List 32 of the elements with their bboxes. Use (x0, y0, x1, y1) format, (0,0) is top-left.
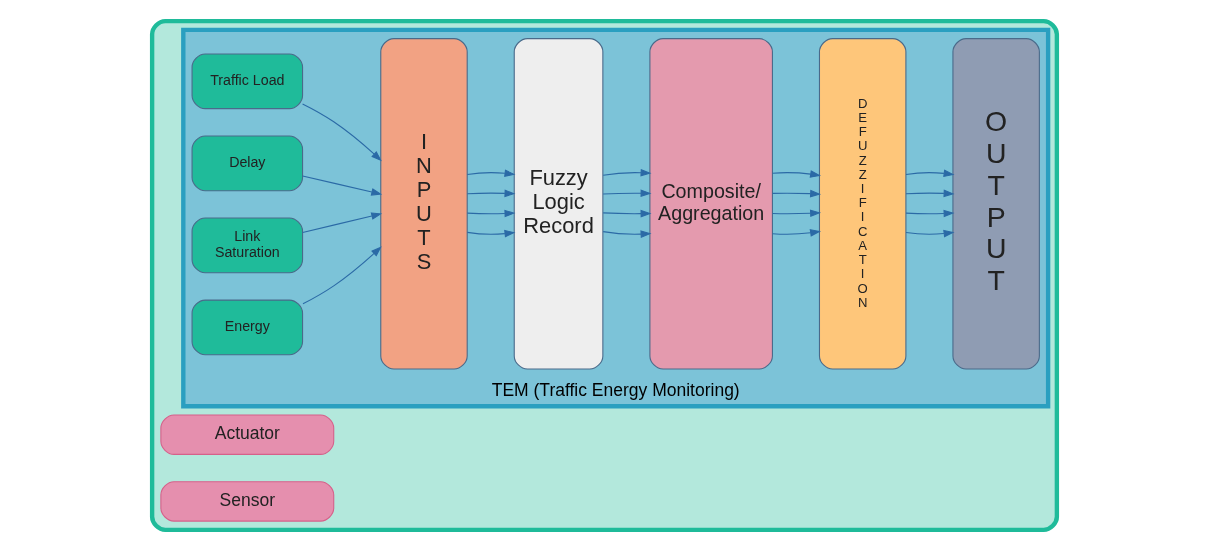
arrow (301, 175, 382, 196)
arrow (466, 209, 515, 218)
arrow (771, 209, 821, 218)
arrow (301, 246, 382, 305)
arrow (301, 212, 382, 234)
arrow (466, 229, 515, 238)
node-box: O U T P U T (951, 38, 1040, 370)
arrow (301, 103, 382, 162)
arrow (905, 229, 954, 238)
node-box: Composite/ Aggregation (648, 38, 773, 370)
arrow (771, 189, 821, 198)
arrow (466, 169, 515, 178)
arrow (905, 169, 954, 178)
cluster (149, 18, 1059, 533)
node-box: I N P U T S (379, 38, 468, 370)
arrow (602, 189, 652, 198)
arrow (602, 230, 652, 238)
arrow (602, 168, 652, 177)
node-box: Traffic Load (191, 53, 303, 110)
arrow (466, 189, 515, 198)
node-box: Actuator (159, 414, 334, 455)
node-box: Delay (191, 135, 303, 192)
arrow (771, 170, 821, 178)
node-box: Sensor (159, 481, 334, 522)
arrow (771, 229, 821, 237)
node-box: Link Saturation (191, 217, 303, 274)
arrow (905, 189, 955, 198)
arrow (602, 209, 652, 218)
arrow (905, 209, 955, 218)
node-box: Energy (191, 299, 303, 356)
node-box: D E F U Z Z I F I C A T I O N (818, 38, 906, 370)
node-box: Fuzzy Logic Record (513, 38, 603, 370)
